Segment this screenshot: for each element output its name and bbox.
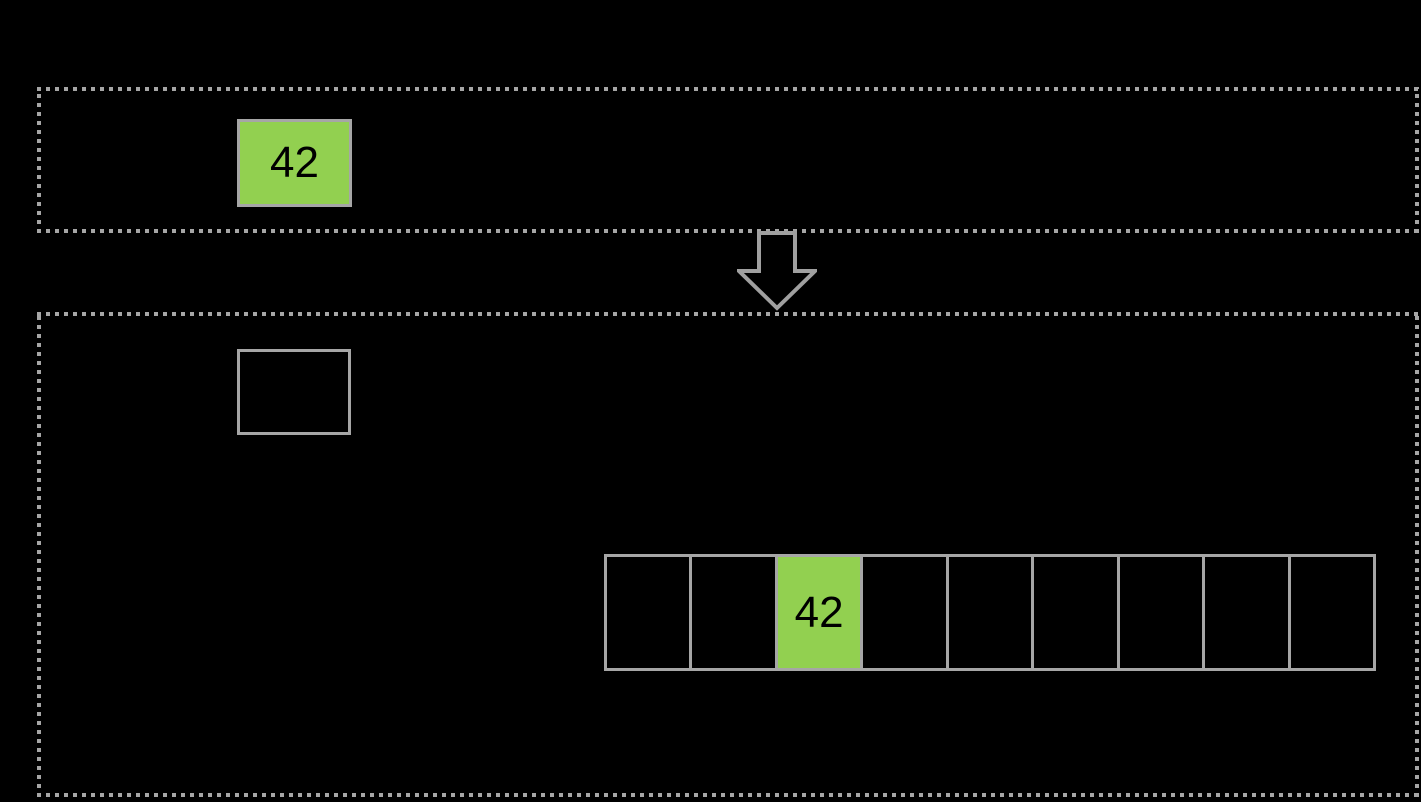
- top-value-box: 42: [237, 119, 352, 207]
- array-cell: [607, 557, 693, 668]
- array-cell: [1291, 557, 1373, 668]
- array-cell-label: 42: [794, 587, 844, 637]
- top-value-label: 42: [270, 138, 319, 187]
- empty-value-box: [237, 349, 351, 435]
- array-row: 42: [604, 554, 1376, 671]
- array-cell: [863, 557, 949, 668]
- array-cell: [1034, 557, 1120, 668]
- array-cell: 42: [777, 557, 864, 668]
- array-cell: [1205, 557, 1291, 668]
- down-arrow-icon: [737, 231, 817, 311]
- array-cell: [949, 557, 1035, 668]
- array-cell: [1120, 557, 1206, 668]
- array-cell: [692, 557, 778, 668]
